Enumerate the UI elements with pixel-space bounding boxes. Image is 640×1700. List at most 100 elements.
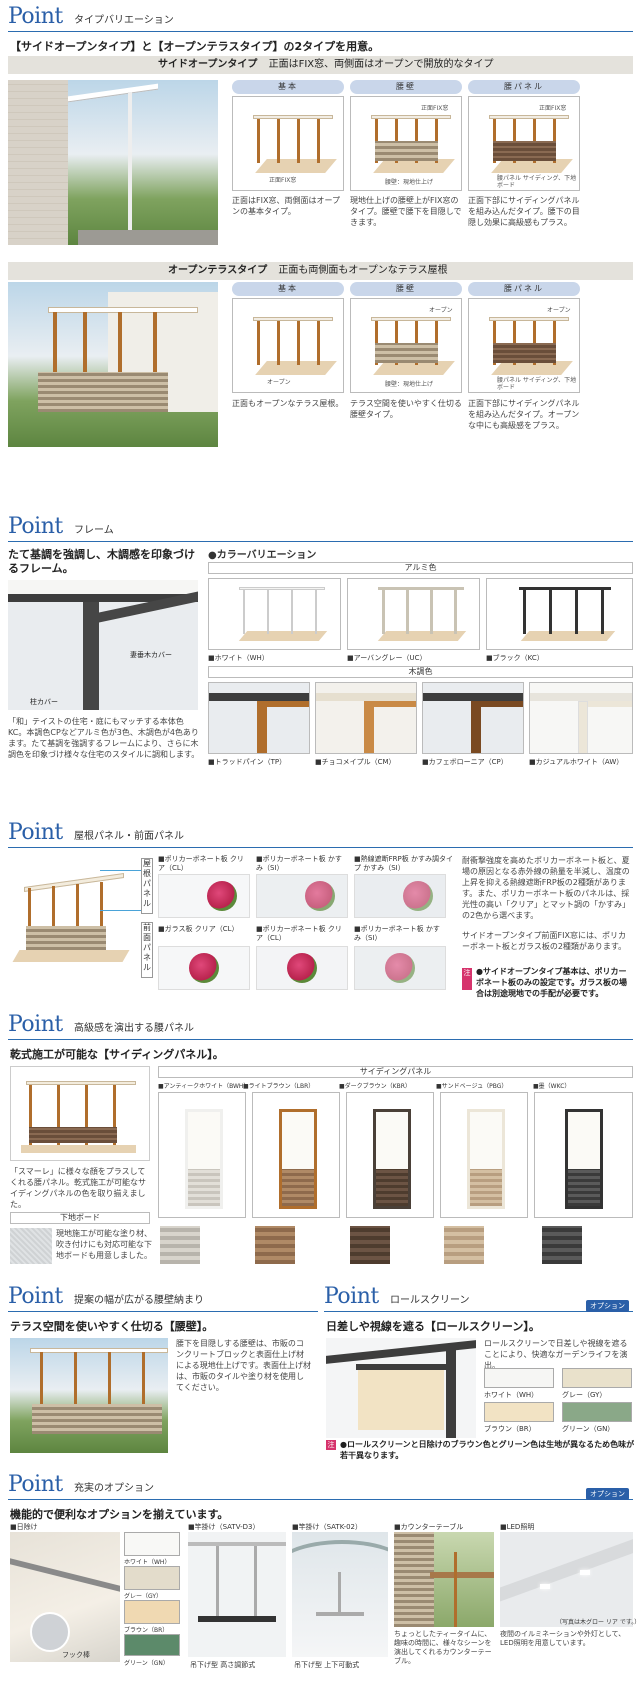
side-koshipanel-diagram: 正面FIX窓 腰パネル サイディング、下地ボード — [468, 96, 580, 191]
note-tag: 注 — [462, 968, 472, 990]
point-title: Point — [8, 4, 63, 29]
lead-text: テラス空間を使いやすく仕切る【腰壁】。 — [10, 1320, 214, 1333]
terrace-koshipanel-diagram: オープン 腰パネル サイディング、下地ボード — [468, 298, 580, 393]
wood-color-name: ■カフェボローニア（CP） — [422, 758, 508, 766]
frame-closeup-photo — [8, 580, 198, 710]
diagram-note: 正面FIX窓 — [269, 177, 297, 184]
siding-sample — [346, 1092, 434, 1218]
panel-diagram — [10, 870, 140, 970]
band-desc: 正面も両側面もオープンなテラス屋根 — [278, 265, 448, 276]
siding-texture — [444, 1226, 484, 1264]
front-sample-poly-kasumi — [354, 946, 446, 990]
roof-sample-clear — [158, 874, 250, 918]
front-sample-glass — [158, 946, 250, 990]
pole-hanger-photo — [188, 1532, 286, 1657]
section-header-koshipanel: Point 高級感を演出する腰パネル — [8, 1010, 633, 1040]
rollscreen-color-swatch — [484, 1368, 554, 1388]
wood-color-name: ■チョコメイプル（CM） — [315, 758, 396, 766]
side-open-photo — [8, 80, 218, 245]
section-subtitle: 提案の幅が広がる腰壁納まり — [74, 1295, 204, 1306]
section-subtitle: 屋根パネル・前面パネル — [74, 831, 184, 842]
option-name: ■カウンターテーブル — [394, 1523, 464, 1531]
point-title: Point — [8, 514, 63, 539]
terrace-koshipanel-desc: 正面下部にサイディングパネルを組み込んだタイプ。オープンな中にも高級感をプラス。 — [468, 399, 580, 430]
wood-color-name: ■カジュアルホワイト（AW） — [529, 758, 624, 766]
option-name: ■日除け — [10, 1523, 38, 1531]
shade-color-swatch — [124, 1634, 180, 1656]
wood-swatch — [529, 682, 633, 754]
roof-panel-name: ■熱線遮断FRP板 かすみ調タイプ かすみ（SI） — [354, 855, 453, 872]
alu-color-name: ■ホワイト（WH） — [208, 654, 269, 662]
section-subtitle: タイプバリエーション — [74, 15, 174, 26]
roof-sample-frp — [354, 874, 446, 918]
pole-hanger-photo — [292, 1532, 388, 1657]
header-koshipanel: 腰パネル — [468, 80, 580, 94]
siding-sample — [158, 1092, 246, 1218]
rollscreen-desc: ロールスクリーンで日差しや視線を遮ることにより、快適なガーデンライフを演出。 — [484, 1339, 628, 1370]
siding-name: ■ライトブラウン（LBR） — [243, 1083, 315, 1090]
option-badge: オプション — [586, 1300, 629, 1312]
panel-desc-2: サイドオープンタイプ前面FIX窓には、ポリカーボネート板とガラス板の2種類があり… — [462, 931, 627, 951]
section-subtitle: 高級感を演出する腰パネル — [74, 1023, 194, 1034]
alu-swatch — [208, 578, 341, 650]
panel-note: ●サイドオープンタイプ基本は、ポリカーボネート板のみの設定です。ガラス板の場合は… — [476, 967, 628, 998]
section-subtitle: フレーム — [74, 525, 114, 536]
diagram-note: 正面FIX窓 — [539, 105, 567, 112]
point-title: Point — [324, 1284, 379, 1309]
section-header-rollscreen: Point ロールスクリーン — [324, 1282, 633, 1312]
board-desc: 現地施工が可能な塗り材、吹き付けにも対応可能な下地ボードも用意しました。 — [56, 1229, 152, 1260]
diagram-note2: 腰壁：現地仕上げ — [385, 381, 434, 388]
siding-name: ■墨（WKC） — [533, 1083, 571, 1090]
section-header-type-variation: Point タイプバリエーション — [8, 2, 633, 32]
lead-text: たて基調を強調し、木調感を印象づけるフレーム。 — [8, 548, 195, 575]
point-title: Point — [8, 1472, 63, 1497]
siding-sample — [534, 1092, 633, 1218]
alu-color-header: アルミ色 — [208, 562, 633, 574]
diagram-note2: 腰パネル サイディング、下地ボード — [497, 377, 577, 391]
note-tag: 注 — [326, 1440, 336, 1450]
siding-sample — [252, 1092, 340, 1218]
front-sample-poly-clear — [256, 946, 348, 990]
option-note2: （写真は木グロー リア です。） — [556, 1619, 640, 1626]
terrace-basic-diagram: オープン — [232, 298, 344, 393]
panel-desc-1: 耐衝撃強度を高めたポリカーボネート板と、夏場の原因となる赤外線の熱量を半減し、温… — [462, 856, 630, 920]
terrace-koshikabe-desc: テラス空間を使いやすく仕切る腰壁タイプ。 — [350, 399, 462, 419]
rollscreen-color-name: ブラウン（BR） — [484, 1425, 536, 1433]
option-name: ■竿掛け（SATV-D3） — [188, 1523, 260, 1531]
band-open-terrace: オープンテラスタイプ 正面も両側面もオープンなテラス屋根 — [8, 262, 633, 280]
koshikabe-desc: 腰下を目隠しする腰壁は、市販のコンクリートブロックと表面仕上げ材による現地仕上げ… — [176, 1339, 311, 1392]
front-panel-name: ■ポリカーボネート板 クリア（CL） — [256, 925, 342, 942]
header-koshikabe: 腰壁 — [350, 80, 462, 94]
section-subtitle: 充実のオプション — [74, 1483, 154, 1494]
siding-texture — [542, 1226, 582, 1264]
siding-header: サイディングパネル — [158, 1066, 633, 1078]
roof-panel-name: ■ポリカーボネート板 かすみ（SI） — [256, 855, 342, 872]
option-name: ■LED照明 — [500, 1523, 535, 1531]
diagram-note2: 腰壁：現地仕上げ — [385, 179, 434, 186]
wood-color-header: 木調色 — [208, 666, 633, 678]
option-note: 吊下げ型 上下可動式 — [294, 1661, 360, 1669]
shade-color-swatch — [124, 1532, 180, 1556]
option-name: ■竿掛け（SATK-02） — [292, 1523, 362, 1531]
siding-name: ■サンドベージュ（PBG） — [436, 1083, 508, 1090]
option-note: 夜間のイルミネーションや外灯として、LED照明を用意しています。 — [500, 1630, 626, 1647]
lead-text: 乾式施工が可能な【サイディングパネル】。 — [10, 1048, 224, 1061]
koshipanel-diagram — [10, 1066, 150, 1161]
board-label: 下地ボード — [10, 1212, 150, 1224]
section-subtitle: ロールスクリーン — [390, 1295, 470, 1306]
siding-sample — [440, 1092, 528, 1218]
board-sample — [10, 1228, 52, 1264]
option-badge: オプション — [586, 1488, 629, 1500]
siding-name: ■ダークブラウン（KBR） — [339, 1083, 411, 1090]
band-side-open: サイドオープンタイプ 正面はFIX窓、両側面はオープンで開放的なタイプ — [8, 56, 633, 74]
point-title: Point — [8, 1012, 63, 1037]
label-beam-cover: 妻垂木カバー — [130, 651, 172, 659]
open-terrace-photo — [8, 282, 218, 447]
roof-panel-name: ■ポリカーボネート板 クリア（CL） — [158, 855, 244, 872]
alu-swatch — [347, 578, 480, 650]
alu-swatch — [486, 578, 633, 650]
header-koshipanel: 腰パネル — [468, 282, 580, 296]
header-koshikabe: 腰壁 — [350, 282, 462, 296]
rollscreen-color-name: ホワイト（WH） — [484, 1391, 539, 1399]
rollscreen-color-swatch — [484, 1402, 554, 1422]
